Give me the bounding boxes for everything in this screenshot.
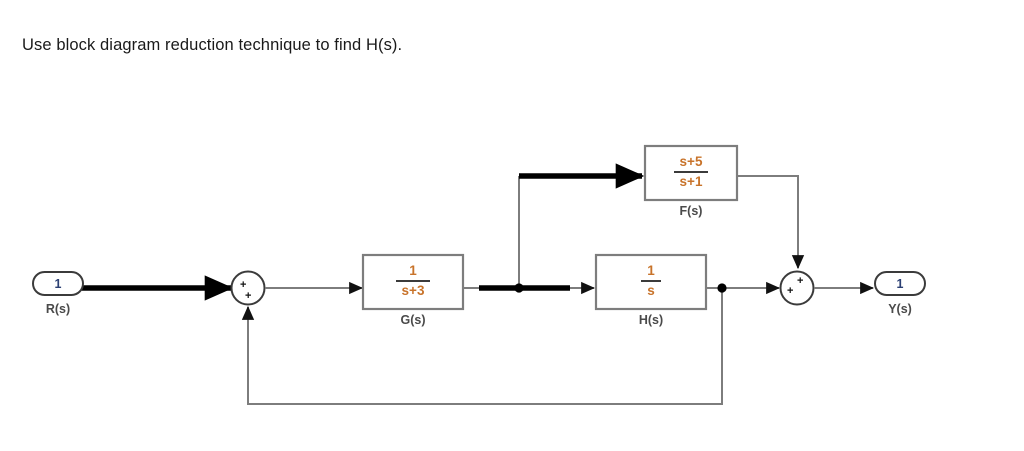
block-G-label: G(s) <box>400 313 426 327</box>
block-H-transfer-function: 1 s <box>596 264 706 298</box>
fraction-bar <box>641 279 661 282</box>
block-H-numerator: 1 <box>647 263 655 278</box>
wire-feedback-segment <box>241 288 723 405</box>
block-G-numerator: 1 <box>409 263 417 278</box>
sum2-sign-top: + <box>797 275 804 287</box>
block-F-numerator: s+5 <box>679 154 703 169</box>
feedback-path <box>241 283 727 405</box>
sum2-circle <box>779 270 815 306</box>
input-port-number: 1 <box>54 277 62 291</box>
block-G[interactable] <box>361 253 465 311</box>
summing-junction-1[interactable] <box>230 270 266 306</box>
wire-segment <box>737 175 805 270</box>
block-F-transfer-function: s+5 s+1 <box>645 155 737 189</box>
sum1-sign-left: + <box>240 279 247 291</box>
block-H[interactable] <box>594 253 708 311</box>
branch-dot <box>717 283 727 293</box>
summing-junction-2[interactable] <box>779 270 815 306</box>
output-port-Y[interactable] <box>874 271 926 296</box>
fraction-bar <box>674 170 708 173</box>
input-port-R[interactable] <box>32 271 84 296</box>
branch-point-after-G <box>514 176 524 293</box>
sum1-circle <box>230 270 266 306</box>
output-port-label: Y(s) <box>888 302 912 316</box>
block-F-denominator: s+1 <box>679 173 703 189</box>
block-G-transfer-function: 1 s+3 <box>363 264 463 298</box>
sum1-sign-bottom: + <box>245 290 252 302</box>
block-H-label: H(s) <box>638 313 664 327</box>
input-port-label: R(s) <box>45 302 71 316</box>
sum2-sign-left: + <box>787 285 794 297</box>
question-prompt: Use block diagram reduction technique to… <box>22 36 403 54</box>
block-F-label: F(s) <box>679 204 703 218</box>
fraction-bar <box>396 279 430 282</box>
output-port-number: 1 <box>896 277 904 291</box>
block-H-denominator: s <box>647 282 655 298</box>
block-G-denominator: s+3 <box>401 282 425 298</box>
branch-dot <box>514 283 524 293</box>
block-F[interactable] <box>643 144 739 202</box>
wire-F-to-sum2 <box>737 175 805 270</box>
